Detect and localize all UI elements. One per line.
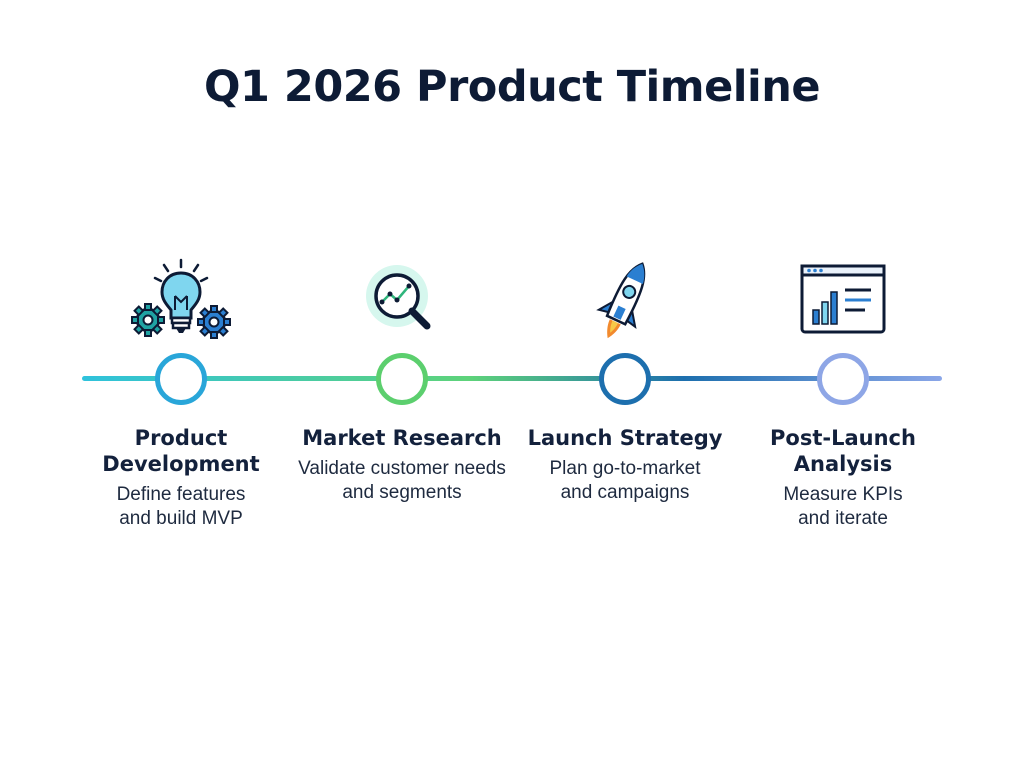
stage-label: Launch Strategy Plan go-to-market and ca…: [500, 425, 750, 505]
magnifier-chart-icon: [352, 256, 452, 346]
timeline-line: [82, 376, 942, 381]
stage-product-development: Product Development Define features and …: [56, 250, 306, 550]
stage-title: Post-Launch Analysis: [770, 426, 916, 476]
stage-title: Product Development: [102, 426, 260, 476]
stage-title: Launch Strategy: [527, 426, 723, 450]
timeline-node-2: [376, 353, 428, 405]
stage-description: Validate customer needs and segments: [298, 458, 506, 503]
timeline-node-3: [599, 353, 651, 405]
timeline-node-4: [817, 353, 869, 405]
stage-title: Market Research: [302, 426, 502, 450]
analytics-dashboard-icon: [793, 256, 893, 346]
stage-launch-strategy: Launch Strategy Plan go-to-market and ca…: [500, 250, 750, 550]
timeline-node-1: [155, 353, 207, 405]
stage-description: Plan go-to-market and campaigns: [549, 458, 701, 503]
page-title: Q1 2026 Product Timeline: [203, 62, 821, 112]
lightbulb-gears-icon: [131, 256, 231, 346]
stage-label: Market Research Validate customer needs …: [277, 425, 527, 505]
rocket-icon: [575, 256, 675, 346]
stage-label: Product Development Define features and …: [56, 425, 306, 531]
stage-post-launch-analysis: Post-Launch Analysis Measure KPIs and it…: [718, 250, 968, 550]
stage-market-research: Market Research Validate customer needs …: [277, 250, 527, 550]
stage-label: Post-Launch Analysis Measure KPIs and it…: [718, 425, 968, 531]
stage-description: Measure KPIs and iterate: [783, 484, 903, 529]
stage-description: Define features and build MVP: [116, 484, 246, 529]
